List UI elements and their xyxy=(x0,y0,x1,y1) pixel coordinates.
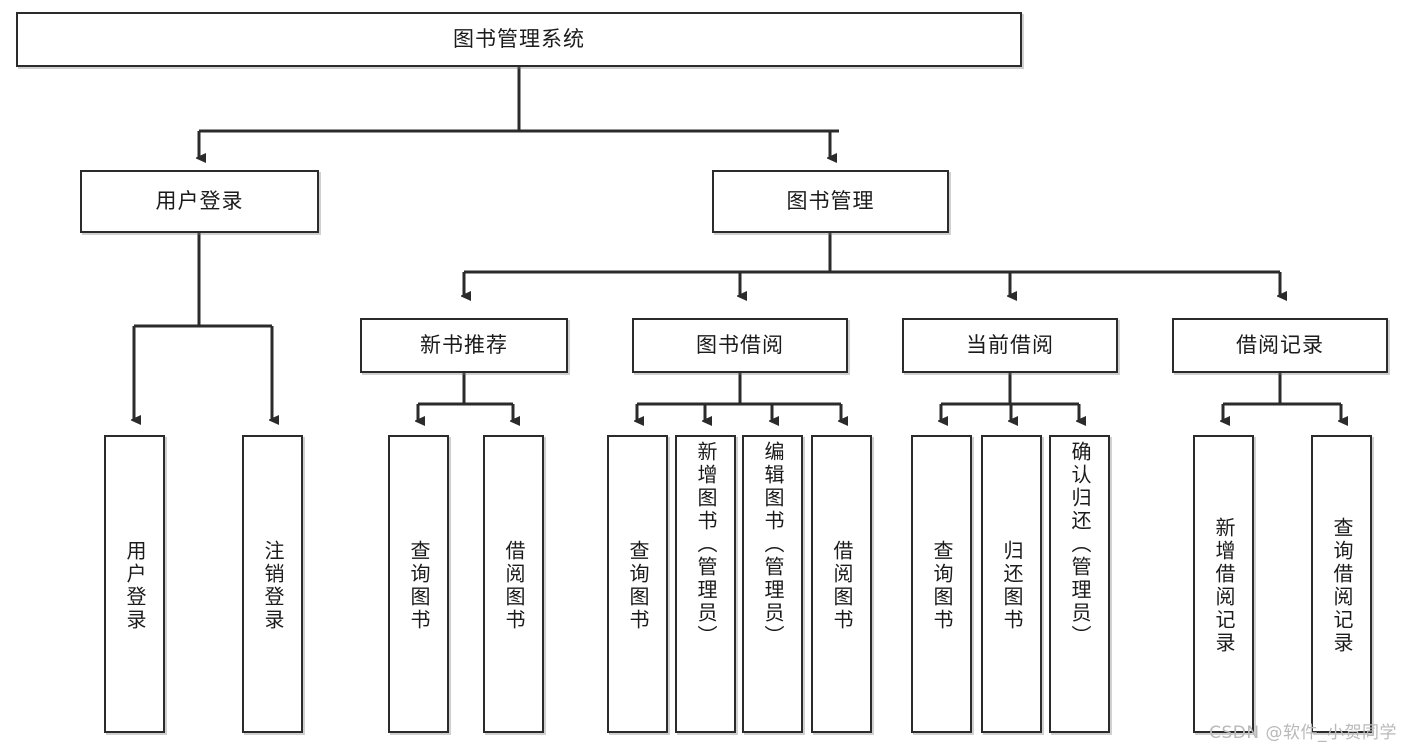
leaf-user-logout[interactable]: 注销登录 xyxy=(242,435,303,733)
node-label: 新增借阅记录 xyxy=(1212,517,1236,655)
node-label: 用户登录 xyxy=(155,189,244,214)
node-book-management[interactable]: 图书管理 xyxy=(712,170,949,233)
node-label: 借阅图书 xyxy=(502,540,526,632)
node-label: 编辑图书（管理员） xyxy=(761,441,785,648)
leaf-confirm-return-admin[interactable]: 确认归还（管理员） xyxy=(1049,435,1110,733)
node-label: 确认归还（管理员） xyxy=(1068,441,1092,648)
node-borrow-record[interactable]: 借阅记录 xyxy=(1172,318,1388,373)
node-label: 新书推荐 xyxy=(420,333,508,358)
node-label: 当前借阅 xyxy=(966,333,1054,358)
leaf-add-book-admin[interactable]: 新增图书（管理员） xyxy=(675,435,736,733)
leaf-borrow-book[interactable]: 借阅图书 xyxy=(811,435,872,733)
leaf-query-borrow-record[interactable]: 查询借阅记录 xyxy=(1311,435,1372,733)
node-label: 借阅记录 xyxy=(1236,333,1324,358)
leaf-return-book[interactable]: 归还图书 xyxy=(981,435,1042,733)
node-label: 图书管理 xyxy=(786,189,875,214)
leaf-edit-book-admin[interactable]: 编辑图书（管理员） xyxy=(742,435,803,733)
node-label: 新增图书（管理员） xyxy=(694,441,718,648)
leaf-query-book[interactable]: 查询图书 xyxy=(607,435,668,733)
leaf-query-book-current[interactable]: 查询图书 xyxy=(911,435,972,733)
node-label: 查询图书 xyxy=(626,540,650,632)
leaf-user-login[interactable]: 用户登录 xyxy=(104,435,165,733)
node-root-system[interactable]: 图书管理系统 xyxy=(16,12,1022,67)
node-book-borrow[interactable]: 图书借阅 xyxy=(632,318,848,373)
leaf-query-book-recommend[interactable]: 查询图书 xyxy=(388,435,449,733)
node-label: 查询借阅记录 xyxy=(1330,517,1354,655)
leaf-add-borrow-record[interactable]: 新增借阅记录 xyxy=(1193,435,1254,733)
node-label: 查询图书 xyxy=(930,540,954,632)
leaf-borrow-book-recommend[interactable]: 借阅图书 xyxy=(483,435,544,733)
node-label: 图书管理系统 xyxy=(453,27,585,52)
node-label: 用户登录 xyxy=(123,540,147,632)
node-user-login[interactable]: 用户登录 xyxy=(80,170,319,233)
node-label: 图书借阅 xyxy=(696,333,784,358)
node-label: 归还图书 xyxy=(1000,540,1024,632)
node-label: 查询图书 xyxy=(407,540,431,632)
node-label: 借阅图书 xyxy=(830,540,854,632)
node-new-book-recommend[interactable]: 新书推荐 xyxy=(360,318,568,373)
node-label: 注销登录 xyxy=(261,540,285,632)
node-current-borrow[interactable]: 当前借阅 xyxy=(902,318,1118,373)
